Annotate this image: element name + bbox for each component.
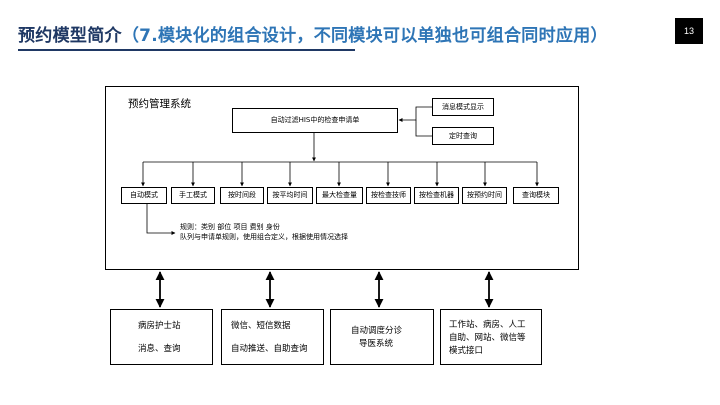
- title-subtitle: （7.模块化的组合设计，不同模块可以单独也可组合同时应用）: [121, 26, 608, 46]
- workstation-line-1: 工作站、病房、人工: [449, 320, 526, 330]
- module-technician: 按检查技师: [366, 187, 411, 204]
- workstation-interface-box: 工作站、病房、人工 自助、网站、微信等 模式接口: [440, 309, 542, 365]
- side-link-message: [398, 106, 432, 122]
- workstation-line-3: 模式接口: [449, 346, 484, 356]
- ward-nurse-line-1: 病房护士站: [138, 321, 181, 331]
- module-manual: 手工模式: [171, 187, 215, 204]
- system-title: 预约管理系统: [128, 98, 191, 110]
- slide-title: 预约模型简介（7.模块化的组合设计，不同模块可以单独也可组合同时应用）: [18, 24, 608, 48]
- module-appointment-time: 按预约时间: [462, 187, 507, 204]
- rules-text: 规则：类别 部位 项目 费别 身份 队列与申请单规则，使用组合定义，根据使用情况…: [180, 222, 348, 242]
- his-filter-box: 自动过滤HIS中的检查申请单: [232, 108, 398, 133]
- auto-triage-box: 自动调度分诊 导医系统: [330, 309, 434, 365]
- auto-triage-line-2: 导医系统: [359, 339, 394, 349]
- rules-line-1: 规则：类别 部位 项目 费别 身份: [180, 223, 280, 231]
- side-link-timed: [415, 120, 432, 137]
- module-query: 查询模块: [513, 187, 559, 204]
- ward-nurse-line-2: 消息、查询: [138, 344, 181, 354]
- module-machine: 按检查机器: [414, 187, 459, 204]
- wechat-sms-box: 微信、短信数据 自动推送、自助查询: [221, 309, 324, 365]
- timed-query-box: 定时查询: [432, 127, 494, 145]
- ward-nurse-station-box: 病房护士站 消息、查询: [110, 309, 213, 365]
- auto-triage-line-1: 自动调度分诊: [351, 326, 403, 336]
- module-max-volume: 最大检查量: [316, 187, 363, 204]
- message-display-box: 消息模式显示: [432, 98, 494, 116]
- rules-link: [146, 204, 176, 235]
- wechat-sms-line-1: 微信、短信数据: [231, 321, 291, 331]
- workstation-line-2: 自助、网站、微信等: [449, 333, 526, 343]
- rules-line-2: 队列与申请单规则，使用组合定义，根据使用情况选择: [180, 233, 348, 241]
- module-auto: 自动模式: [121, 187, 167, 204]
- page-number: 13: [675, 18, 703, 44]
- title-main: 预约模型简介: [18, 26, 122, 46]
- wechat-sms-line-2: 自动推送、自助查询: [231, 344, 308, 354]
- title-underline: [18, 49, 355, 51]
- module-average-time: 按平均时间: [267, 187, 313, 204]
- module-time-slot: 按时间段: [220, 187, 264, 204]
